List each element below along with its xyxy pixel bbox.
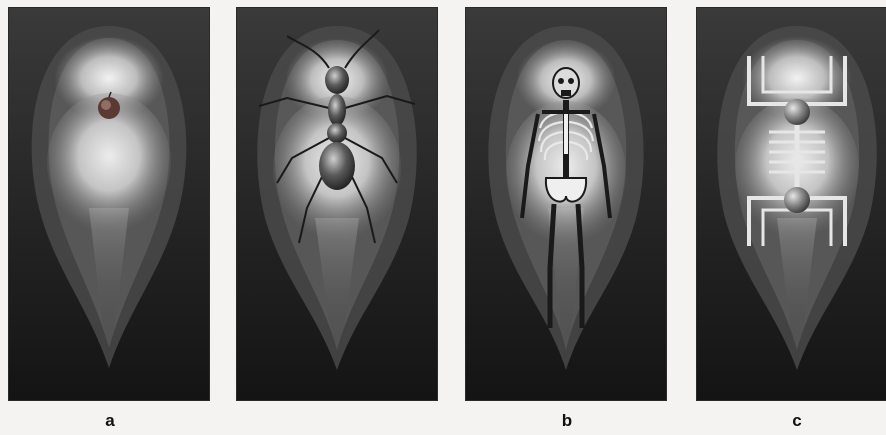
caption-b: b	[557, 411, 577, 431]
caption-c: c	[787, 411, 807, 431]
panel-apple	[9, 8, 209, 400]
apple-illustration	[9, 8, 209, 400]
panel-dipole	[697, 8, 886, 400]
ant-illustration	[237, 8, 437, 400]
panel-skeleton	[466, 8, 666, 400]
dipole-illustration	[697, 8, 886, 400]
skeleton-illustration	[466, 8, 666, 400]
bottom-sphere-icon	[784, 187, 810, 213]
caption-a: a	[100, 411, 120, 431]
panel-ant	[237, 8, 437, 400]
top-sphere-icon	[784, 99, 810, 125]
